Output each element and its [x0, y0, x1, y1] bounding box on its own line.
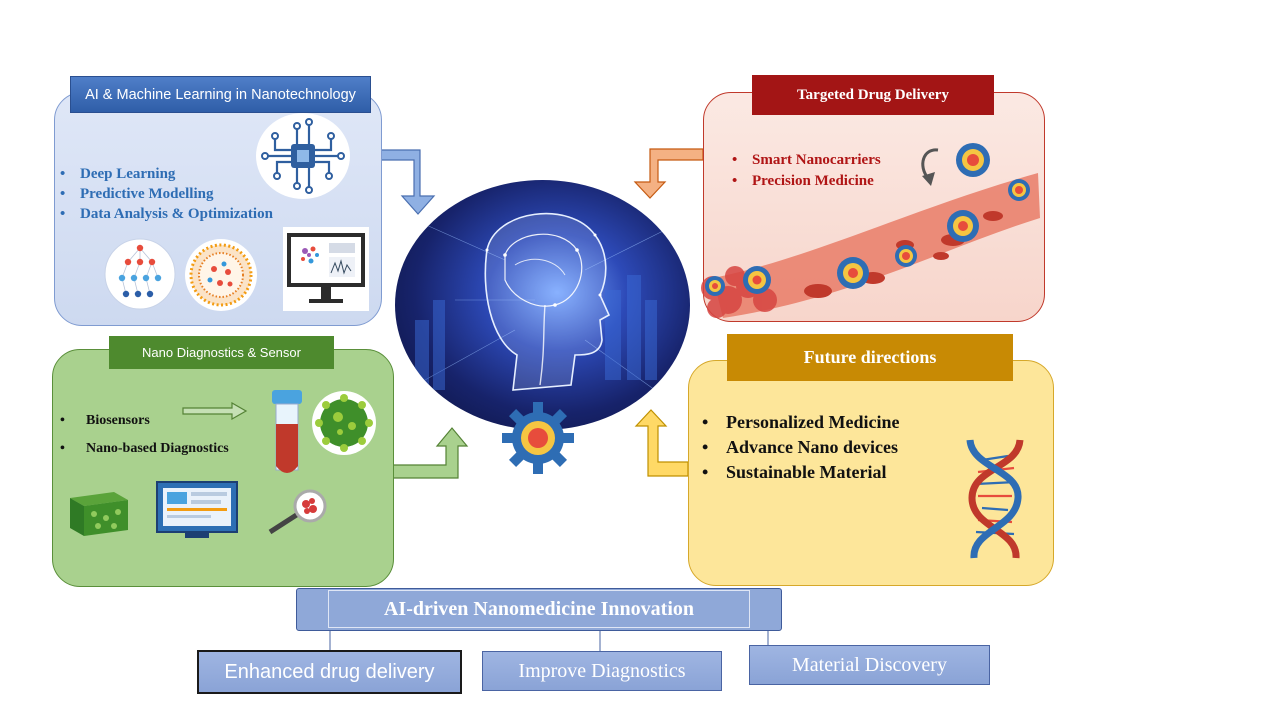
future-item-personalized-medicine: Personalized Medicine: [700, 410, 899, 435]
virus-icon: [312, 391, 376, 455]
monitor-chart-icon: [283, 227, 369, 311]
gear-icon: [502, 402, 574, 474]
neural-network-icon: [104, 238, 176, 310]
ai-item-deep-learning: Deep Learning: [58, 164, 273, 184]
ai-ml-panel-title: AI & Machine Learning in Nanotechnology: [70, 76, 371, 113]
nanoparticle-icon: [185, 239, 257, 311]
drug-delivery-list: Smart Nanocarriers Precision Medicine: [730, 150, 881, 191]
computer-screen-icon: [156, 481, 238, 538]
nanocube-icon: [70, 492, 128, 536]
future-item-sustainable-material: Sustainable Material: [700, 460, 899, 485]
drug-delivery-panel-title: Targeted Drug Delivery: [752, 75, 994, 115]
biosensor-arrow-icon: [182, 402, 248, 420]
nano-item-nano-based-diagnostics: Nano-based Diagnostics: [58, 435, 229, 463]
nano-item-biosensors: Biosensors: [58, 407, 229, 435]
blood-vessel-icon: [701, 143, 1040, 318]
ai-item-data-analysis: Data Analysis & Optimization: [58, 204, 273, 224]
future-item-advance-nano-devices: Advance Nano devices: [700, 435, 899, 460]
outcome-enhanced-drug-delivery: Enhanced drug delivery: [197, 650, 462, 694]
chip-icon: [256, 113, 350, 199]
drug-item-precision-medicine: Precision Medicine: [730, 171, 881, 192]
nano-diagnostics-panel: [52, 349, 394, 587]
future-directions-panel-title: Future directions: [727, 334, 1013, 381]
arrow-drug-to-center: [633, 148, 704, 199]
ai-brain-image: [395, 180, 690, 430]
innovation-title: AI-driven Nanomedicine Innovation: [328, 590, 750, 628]
arrow-ai-to-center: [379, 149, 436, 215]
drug-item-smart-nanocarriers: Smart Nanocarriers: [730, 150, 881, 171]
innovation-box: [296, 588, 782, 631]
nanocarrier-gears: [705, 143, 1030, 296]
nano-diagnostics-list: Biosensors Nano-based Diagnostics: [58, 407, 229, 463]
ai-head-icon: [414, 212, 666, 391]
arrow-future-to-center: [634, 409, 689, 477]
dna-icon: [966, 439, 1024, 559]
ai-item-predictive-modelling: Predictive Modelling: [58, 184, 273, 204]
test-tube-icon: [272, 390, 302, 473]
outcome-improve-diagnostics: Improve Diagnostics: [482, 651, 722, 691]
nano-diagnostics-panel-title: Nano Diagnostics & Sensor: [109, 336, 334, 369]
magnifier-icon: [268, 489, 327, 535]
future-directions-list: Personalized Medicine Advance Nano devic…: [700, 410, 899, 485]
ai-ml-list: Deep Learning Predictive Modelling Data …: [58, 164, 273, 224]
arrow-nano-to-center: [391, 427, 469, 479]
outcome-material-discovery: Material Discovery: [749, 645, 990, 685]
